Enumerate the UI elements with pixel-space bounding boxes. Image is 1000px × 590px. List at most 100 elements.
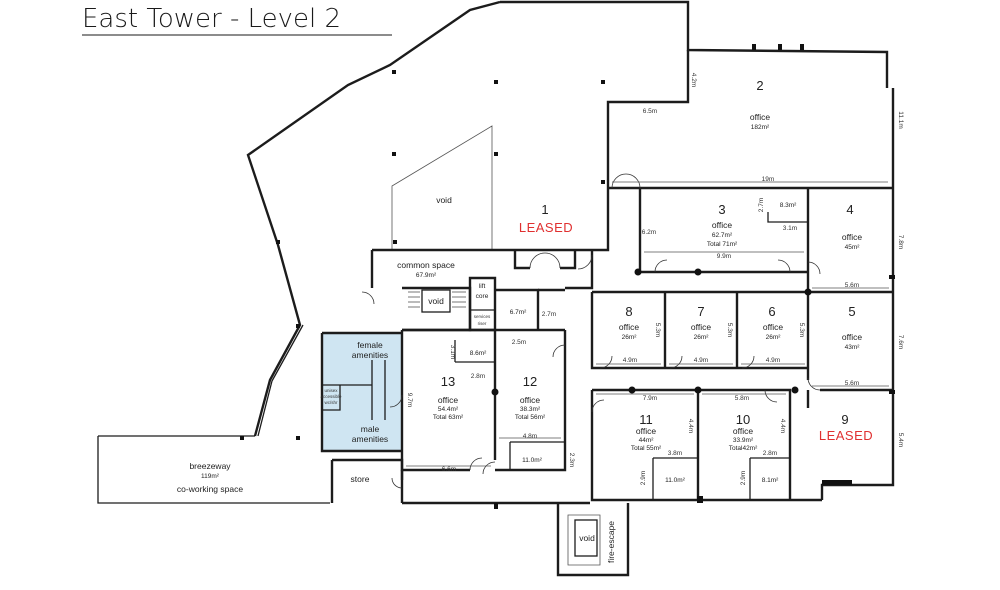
dim-2-9-b: 2.9m bbox=[740, 471, 747, 485]
space-10-total: Total42m² bbox=[729, 445, 758, 452]
space-9-number: 9 bbox=[841, 412, 848, 427]
space-12-store-area: 11.0m² bbox=[522, 457, 543, 464]
store-label: store bbox=[351, 474, 370, 484]
lift-core-label-2: core bbox=[476, 293, 489, 300]
dim-4-9-b: 4.9m bbox=[694, 357, 708, 364]
dim-6-6: 6.6m bbox=[442, 466, 456, 473]
doors bbox=[361, 173, 821, 489]
east-wall-lower bbox=[820, 395, 895, 500]
dim-7-6: 7.6m bbox=[897, 335, 904, 349]
lift-core-label-1: lift bbox=[479, 283, 486, 290]
dim-3-1-b: 3.1m bbox=[449, 345, 456, 359]
office-12-outline bbox=[495, 330, 567, 472]
columns bbox=[240, 44, 895, 509]
west-curtain-wall bbox=[246, 0, 501, 437]
space-1-number: 1 bbox=[541, 202, 548, 217]
plan-title: East Tower - Level 2 bbox=[82, 4, 341, 34]
space-2-number: 2 bbox=[756, 78, 763, 93]
breezeway-outline bbox=[97, 436, 330, 504]
dim-7-8: 7.8m bbox=[897, 235, 904, 249]
corridor-wall-c bbox=[565, 250, 594, 290]
dim-4-8: 4.8m bbox=[523, 433, 537, 440]
space-12-number: 12 bbox=[523, 374, 537, 389]
dim-2-9-a: 2.9m bbox=[640, 471, 647, 485]
breezeway-label: breezeway bbox=[189, 461, 231, 471]
dimension-lines bbox=[406, 181, 889, 467]
common-space-area: 67.9m² bbox=[416, 272, 437, 279]
dim-4-4-a: 4.4m bbox=[687, 419, 694, 433]
space-3-number: 3 bbox=[718, 202, 725, 217]
fire-escape-outline bbox=[556, 503, 630, 577]
space-11-use: office bbox=[636, 426, 656, 436]
space-6-area: 26m² bbox=[766, 334, 782, 341]
dim-2-8: 2.8m bbox=[763, 450, 777, 457]
space-5-area: 43m² bbox=[845, 344, 861, 351]
space-13-area: 54.4m² bbox=[438, 406, 459, 413]
corridor-wall-a bbox=[513, 250, 530, 270]
space-5-number: 5 bbox=[848, 304, 855, 319]
dim-4-4-b: 4.4m bbox=[779, 419, 786, 433]
dim-5-6-top: 5.6m bbox=[845, 282, 859, 289]
void-core-box bbox=[421, 289, 451, 313]
amenities-fill bbox=[322, 333, 402, 451]
space-12-total: Total 56m² bbox=[515, 414, 546, 421]
space-8-area: 26m² bbox=[622, 334, 638, 341]
breezeway-area: 119m² bbox=[201, 473, 220, 480]
space-12-area: 38.3m² bbox=[520, 406, 541, 413]
accessible-wc-label-2: accessible bbox=[320, 394, 342, 399]
accessible-wc-label-3: wc/shr bbox=[324, 400, 338, 405]
dim-7-9: 7.9m bbox=[643, 395, 657, 402]
space-5-use: office bbox=[842, 332, 862, 342]
dim-3-1: 3.1m bbox=[783, 225, 797, 232]
space-11-number: 11 bbox=[639, 412, 653, 427]
services-label-1: services bbox=[474, 314, 491, 319]
amenities-outline bbox=[320, 333, 402, 453]
services-label-2: riser bbox=[478, 321, 487, 326]
space-7-use: office bbox=[691, 322, 711, 332]
dim-5-4: 5.4m bbox=[897, 433, 904, 447]
space-11-store-area: 11.0m² bbox=[665, 477, 686, 484]
dim-5-3-c: 5.3m bbox=[798, 323, 805, 337]
space-8-number: 8 bbox=[625, 304, 632, 319]
male-amenities-label-2: amenities bbox=[352, 434, 388, 444]
space-12-use: office bbox=[520, 395, 540, 405]
fire-escape-label: fire-escape bbox=[606, 521, 616, 563]
space-10-use: office bbox=[733, 426, 753, 436]
space-1-leased: LEASED bbox=[519, 220, 573, 235]
space-4-number: 4 bbox=[846, 202, 853, 217]
dim-4-9-a: 4.9m bbox=[623, 357, 637, 364]
void-top-outline bbox=[391, 125, 493, 251]
dim-6-2: 6.2m bbox=[642, 229, 656, 236]
store-6-7-area: 6.7m² bbox=[510, 309, 527, 316]
dim-2-7: 2.7m bbox=[758, 198, 765, 212]
dim-3-8: 3.8m bbox=[668, 450, 682, 457]
space-6-number: 6 bbox=[768, 304, 775, 319]
space-10-number: 10 bbox=[736, 412, 750, 427]
space-4-area: 45m² bbox=[845, 244, 861, 251]
fire-escape-stairs bbox=[567, 514, 601, 566]
space-1-wall bbox=[372, 50, 690, 252]
fire-escape-void-box bbox=[574, 519, 598, 557]
core-stairs bbox=[408, 291, 466, 308]
dim-4-2: 4.2m bbox=[690, 73, 697, 87]
coworking-label: co-working space bbox=[177, 484, 243, 494]
dim-19: 19m bbox=[762, 176, 775, 183]
void-top-label: void bbox=[436, 195, 452, 205]
female-amenities-label-1: female bbox=[357, 340, 383, 350]
void-core-label: void bbox=[428, 296, 444, 306]
space-3-total: Total 71m² bbox=[707, 241, 738, 248]
space-13-total: Total 63m² bbox=[433, 414, 464, 421]
corridor-wall-b bbox=[560, 250, 577, 270]
space-7-area: 26m² bbox=[694, 334, 710, 341]
space-13-use: office bbox=[438, 395, 458, 405]
space-9-leased: LEASED bbox=[819, 428, 873, 443]
male-amenities-label-1: male bbox=[361, 424, 380, 434]
space-6-use: office bbox=[763, 322, 783, 332]
space-10-store-area: 8.1m² bbox=[762, 477, 779, 484]
dim-2-5: 2.5m bbox=[512, 339, 526, 346]
dim-6-5: 6.5m bbox=[643, 108, 657, 115]
space-7-number: 7 bbox=[697, 304, 704, 319]
space-8-use: office bbox=[619, 322, 639, 332]
lift-void-box bbox=[402, 286, 472, 332]
